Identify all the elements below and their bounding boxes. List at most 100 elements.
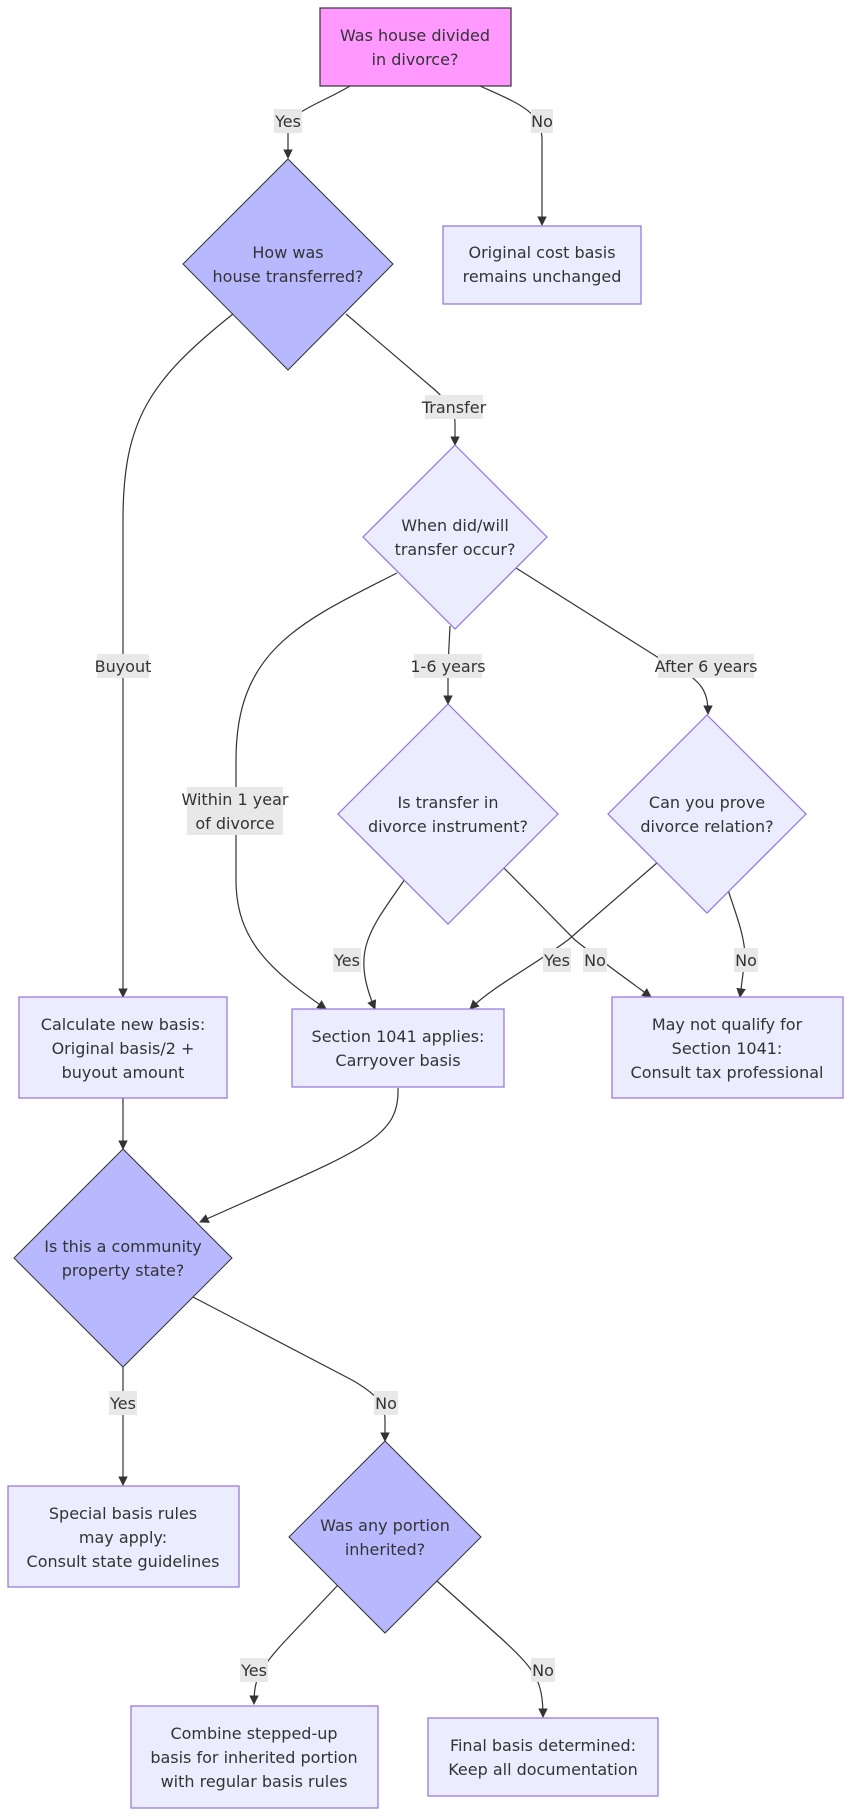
label-line: Buyout bbox=[95, 657, 152, 676]
label-line: When did/will bbox=[401, 516, 509, 535]
node-was-house-divided: Was house divided in divorce? bbox=[319, 7, 512, 87]
edge-label-bg bbox=[274, 109, 302, 133]
node-calculate-new-basis: Calculate new basis:Original basis/2 +bu… bbox=[18, 996, 228, 1099]
edge-label-community-yes: Yes bbox=[109, 1394, 136, 1413]
label-line: Section 1041: bbox=[672, 1039, 783, 1058]
edge-in-instrument-to-section-1041 bbox=[363, 878, 406, 1010]
edge-inherited-to-stepped-up bbox=[249, 1584, 339, 1705]
edge-community-to-inherited bbox=[192, 1296, 390, 1442]
label-line: basis for inherited portion bbox=[150, 1748, 357, 1767]
label-line: Within 1 year bbox=[182, 790, 289, 809]
node-shape bbox=[18, 996, 228, 1099]
label-line: Calculate new basis: bbox=[41, 1015, 205, 1034]
label-line: Was any portion bbox=[320, 1516, 450, 1535]
edge-label-bg bbox=[531, 1658, 555, 1682]
node-shape bbox=[7, 1485, 240, 1588]
label-line: No bbox=[584, 951, 606, 970]
edge-label-bg bbox=[333, 948, 361, 972]
label-line: remains unchanged bbox=[463, 267, 622, 286]
edge-label-inherited-no: No bbox=[532, 1661, 554, 1680]
node-was-any-portion-inherited: Was any portion inherited? bbox=[288, 1440, 482, 1634]
node-shape bbox=[291, 1008, 505, 1088]
label-line: property state? bbox=[62, 1261, 185, 1280]
edge-label-bg bbox=[543, 948, 571, 972]
edge-label-bg bbox=[734, 948, 758, 972]
edge-label-prove-yes: Yes bbox=[543, 951, 570, 970]
label-line: Transfer bbox=[421, 398, 487, 417]
node-label: Can you prove divorce relation? bbox=[640, 793, 773, 836]
label-line: inherited? bbox=[345, 1540, 425, 1559]
label-line: 1-6 years bbox=[410, 657, 485, 676]
edge-prove-relation-to-may-not-qualify bbox=[727, 889, 746, 998]
node-shape bbox=[611, 996, 844, 1099]
edge-label-bg bbox=[109, 1391, 137, 1415]
node-section-1041-applies: Section 1041 applies: Carryover basis bbox=[291, 1008, 505, 1088]
node-shape bbox=[362, 444, 548, 630]
label-line: house transferred? bbox=[213, 267, 364, 286]
label-line: After 6 years bbox=[655, 657, 758, 676]
edge-label-instrument-yes: Yes bbox=[333, 951, 360, 970]
label-line: No bbox=[375, 1394, 397, 1413]
node-label: Was house divided in divorce? bbox=[340, 26, 490, 69]
edge-label-bg bbox=[374, 1391, 398, 1415]
edge-label-bg bbox=[583, 948, 607, 972]
node-shape bbox=[288, 1440, 482, 1634]
node-shape bbox=[130, 1705, 379, 1809]
label-line: Can you prove bbox=[649, 793, 765, 812]
label-line: divorce instrument? bbox=[368, 817, 528, 836]
node-combine-stepped-up-basis: Combine stepped-up basis for inherited po… bbox=[130, 1705, 379, 1809]
label-line: of divorce bbox=[195, 814, 274, 833]
label-line: Special basis rules bbox=[49, 1504, 197, 1523]
edge-inherited-to-final-basis bbox=[436, 1580, 548, 1718]
edge-label-start-no: No bbox=[531, 112, 553, 131]
label-line: Yes bbox=[333, 951, 360, 970]
edge-label-bg bbox=[414, 654, 482, 678]
edge-label-backgrounds bbox=[97, 109, 758, 1682]
node-can-you-prove-divorce-relation: Can you prove divorce relation? bbox=[607, 714, 807, 914]
edge-label-bg bbox=[531, 109, 553, 133]
node-shape bbox=[427, 1717, 659, 1797]
label-line: Was house divided bbox=[340, 26, 490, 45]
label-line: Final basis determined: bbox=[450, 1736, 636, 1755]
node-original-cost-basis: Original cost basis remains unchanged bbox=[442, 225, 642, 305]
label-line: Consult state guidelines bbox=[27, 1552, 220, 1571]
edge-in-instrument-to-may-not-qualify bbox=[502, 866, 652, 998]
node-shape bbox=[182, 158, 394, 371]
label-line: with regular basis rules bbox=[161, 1772, 348, 1791]
label-line: buyout amount bbox=[62, 1063, 185, 1082]
label-line: No bbox=[531, 112, 553, 131]
label-line: Original cost basis bbox=[468, 243, 615, 262]
label-line: Consult tax professional bbox=[631, 1063, 824, 1082]
label-line: Combine stepped-up bbox=[170, 1724, 337, 1743]
edge-how-transferred-to-calc-new-basis bbox=[118, 313, 234, 998]
label-line: Yes bbox=[240, 1661, 267, 1680]
edge-label-bg bbox=[240, 1658, 268, 1682]
label-line: Yes bbox=[109, 1394, 136, 1413]
edge-section-1041-to-community bbox=[199, 1087, 399, 1223]
label-line: divorce relation? bbox=[640, 817, 773, 836]
edge-label-instrument-no: No bbox=[584, 951, 606, 970]
edge-label-bg bbox=[658, 654, 754, 678]
node-label: Was any portion inherited? bbox=[320, 1516, 450, 1559]
node-shape bbox=[607, 714, 807, 914]
label-line: in divorce? bbox=[372, 50, 459, 69]
edge-label-within-1-year: Within 1 year of divorce bbox=[182, 790, 289, 833]
edge-how-transferred-to-when-transfer bbox=[345, 313, 460, 446]
edge-label-bg bbox=[425, 395, 483, 419]
node-label: Combine stepped-up basis for inherited po… bbox=[150, 1724, 357, 1791]
edge-label-transfer: Transfer bbox=[421, 398, 487, 417]
edge-label-community-no: No bbox=[375, 1394, 397, 1413]
edge-label-after-6-years: After 6 years bbox=[655, 657, 758, 676]
label-line: Carryover basis bbox=[335, 1051, 460, 1070]
label-line: Keep all documentation bbox=[448, 1760, 638, 1779]
label-line: Section 1041 applies: bbox=[312, 1027, 485, 1046]
